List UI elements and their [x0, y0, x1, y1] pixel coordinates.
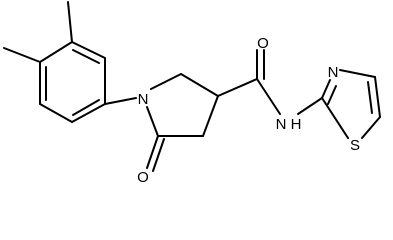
bond-methyl-3 [67, 1, 73, 43]
bond-n3-c4 [339, 69, 376, 78]
bond-aryl-n [104, 97, 137, 105]
atom-o-lactam: O [137, 169, 149, 185]
label-masks [136, 33, 362, 185]
thiazole-ring [321, 69, 381, 139]
bond-lactam-co-1 [146, 135, 159, 169]
pyrrolidinone-ring [146, 73, 219, 137]
atom-s-thiazole: S [350, 137, 360, 154]
bond-ring-inner-3 [72, 99, 100, 116]
atom-n-pyrrolidine: N [138, 91, 149, 108]
benzene-ring [39, 41, 106, 123]
bond-c2-c3 [180, 73, 219, 97]
bond-ring-2 [39, 41, 73, 63]
atom-n-thiazole: N [328, 64, 339, 81]
structure-diagram: N O O N H N S [3, 1, 381, 185]
bond-amide-c-n [256, 78, 281, 115]
bond-c3-c4 [202, 95, 219, 137]
atom-n-amide: N [276, 116, 287, 133]
bond-c2-n3-double [327, 85, 337, 105]
bond-c4-c5 [374, 76, 381, 118]
bond-c5-s1 [361, 116, 381, 139]
bond-c4-c5-double [367, 81, 373, 114]
atom-h-amide: H [291, 116, 302, 133]
bond-s1-c2 [321, 97, 349, 139]
bond-lactam-co-2 [152, 138, 165, 172]
bond-methyl-4 [3, 47, 41, 63]
bond-c5-n [146, 106, 159, 137]
bond-ring-1 [71, 41, 106, 59]
bond-n-c2 [150, 73, 182, 90]
bond-c3-amide-c [217, 78, 258, 97]
atom-o-amide: O [257, 35, 269, 52]
bond-ring-4 [39, 103, 73, 123]
bond-ring-5 [71, 103, 106, 123]
bond-ring-inner-1 [72, 49, 100, 64]
bond-n-thiazole [297, 97, 323, 115]
molecule-canvas: N O O N H N S [3, 1, 381, 185]
bond-c2-n3 [321, 79, 331, 99]
